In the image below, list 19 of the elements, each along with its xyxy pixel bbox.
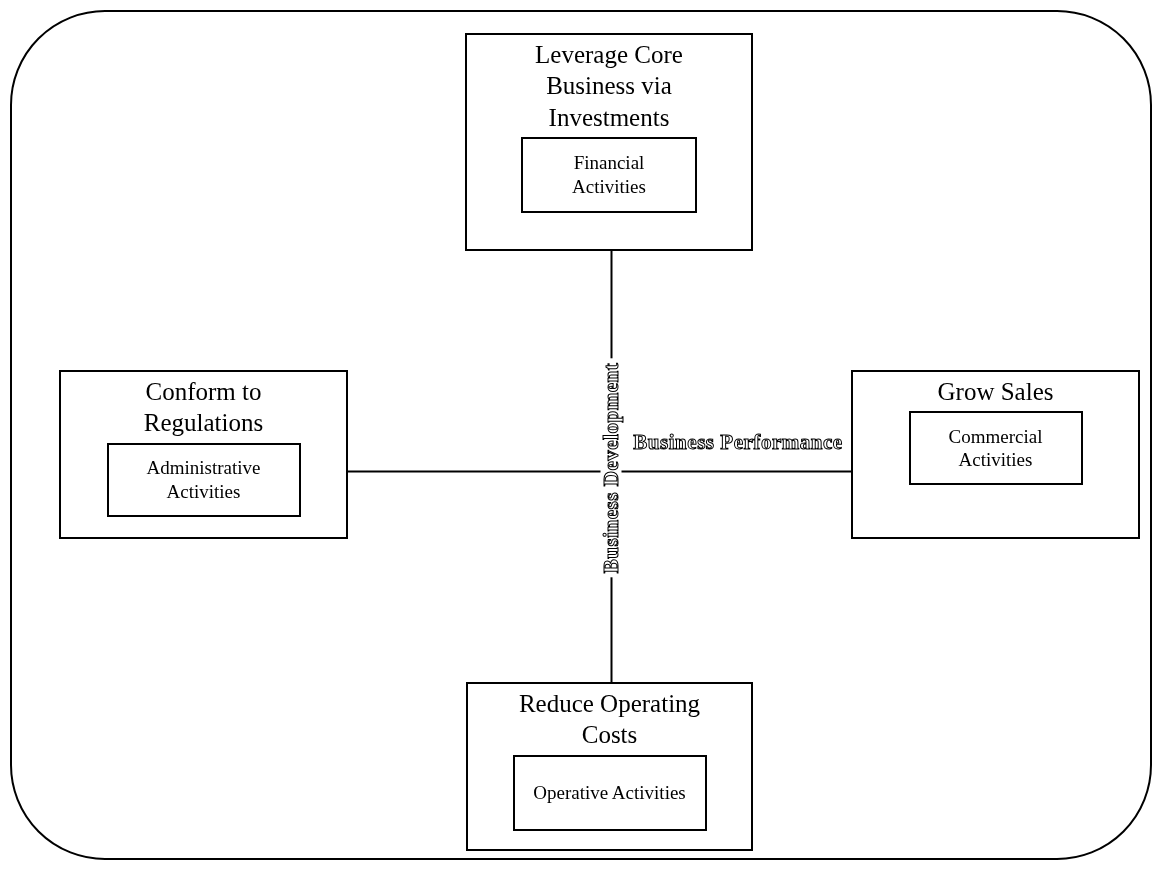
box-heading: Grow Sales xyxy=(936,377,1055,407)
box-heading: Reduce Operating Costs xyxy=(517,689,702,751)
box-text: Administrative Activities xyxy=(145,455,262,504)
activity-box xyxy=(512,754,707,831)
rounded-frame xyxy=(10,10,1152,860)
goal-box xyxy=(466,682,753,851)
box-text: Operative Activities xyxy=(532,780,687,805)
box-text: Financial Activities xyxy=(571,151,647,199)
activity-box xyxy=(106,442,301,517)
activity-box xyxy=(908,411,1083,486)
edge-label: Business Development xyxy=(600,358,622,578)
connector-line xyxy=(347,470,852,473)
box-heading: Conform to Regulations xyxy=(142,377,265,439)
goal-box xyxy=(59,370,348,539)
box-heading: Leverage Core Business via Investments xyxy=(534,40,684,133)
box-text: Commercial Activities xyxy=(947,424,1044,472)
goal-box xyxy=(851,370,1140,539)
activity-box xyxy=(521,136,697,213)
goal-box xyxy=(465,33,753,251)
